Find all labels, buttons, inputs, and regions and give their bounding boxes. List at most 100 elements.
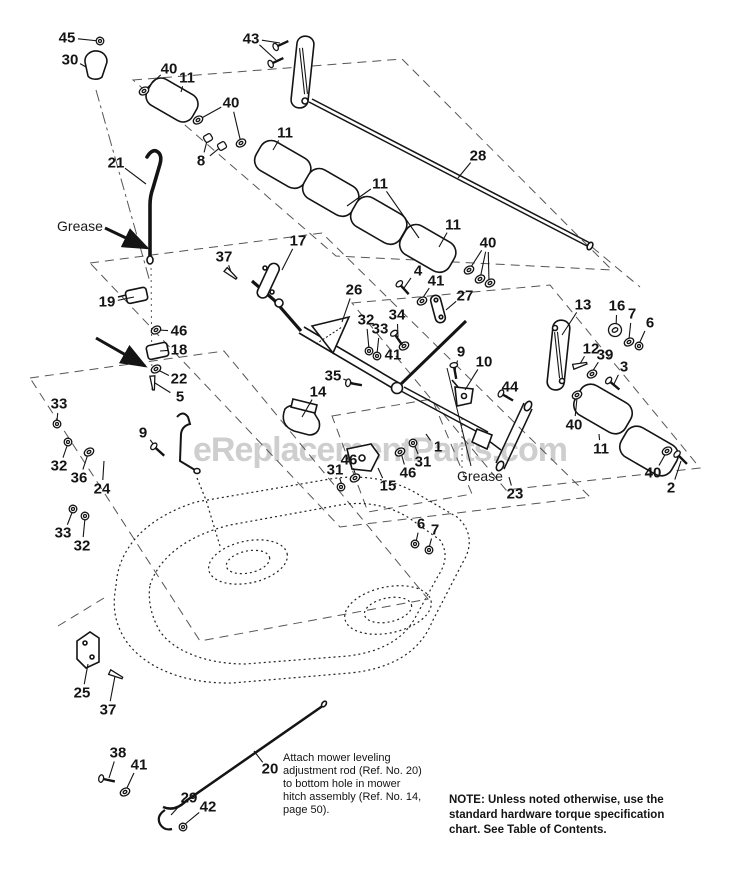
part-callout-9: 9 xyxy=(138,424,148,442)
part-callout-16: 16 xyxy=(608,297,626,315)
part-callout-45: 45 xyxy=(58,29,76,47)
part-callout-31: 31 xyxy=(414,453,432,471)
part-callout-40: 40 xyxy=(644,464,662,482)
part-callout-20: 20 xyxy=(261,760,279,778)
part-callout-18: 18 xyxy=(170,341,188,359)
knob-shape xyxy=(84,50,108,80)
part-callout-11: 11 xyxy=(593,440,609,458)
leader-line xyxy=(508,476,512,486)
leader-line xyxy=(487,251,490,283)
part-callout-42: 42 xyxy=(199,798,217,816)
bolt-glyph xyxy=(604,376,621,391)
nut-glyph xyxy=(336,482,346,492)
grease-label: Grease xyxy=(57,218,103,234)
part-callout-1: 1 xyxy=(433,438,443,456)
part-callout-33: 33 xyxy=(50,395,68,413)
bolt-glyph xyxy=(272,39,289,52)
leader-line xyxy=(396,323,399,338)
washer-glyph xyxy=(394,447,406,457)
nut-glyph xyxy=(364,346,374,356)
leader-line xyxy=(613,374,619,385)
part-callout-6: 6 xyxy=(416,515,426,533)
rod-shape xyxy=(495,402,533,470)
nut-glyph xyxy=(95,36,105,46)
part-callout-24: 24 xyxy=(93,480,111,498)
bracket-shape xyxy=(76,631,100,669)
washer-glyph xyxy=(150,325,162,335)
leader-line xyxy=(598,433,601,441)
leader-line xyxy=(117,296,135,301)
spacer-glyph xyxy=(216,141,228,151)
pin-glyph xyxy=(107,668,124,680)
part-callout-37: 37 xyxy=(99,701,117,719)
leader-line xyxy=(83,663,89,685)
leader-line xyxy=(445,300,457,311)
part-callout-41: 41 xyxy=(427,272,445,290)
bolt-glyph xyxy=(267,56,284,69)
leader-line xyxy=(341,298,351,323)
leader-line xyxy=(183,811,200,826)
washer-glyph xyxy=(571,390,583,400)
bolt-glyph xyxy=(98,774,116,783)
leader-line xyxy=(574,397,578,417)
leader-line xyxy=(403,277,412,289)
nut-glyph xyxy=(634,341,644,351)
pin-glyph xyxy=(571,361,588,371)
washer-glyph xyxy=(119,787,131,797)
leader-line xyxy=(628,322,632,340)
part-callout-15: 15 xyxy=(379,477,397,495)
nut-glyph xyxy=(68,504,78,514)
nut-glyph xyxy=(52,419,62,429)
leader-line xyxy=(170,803,182,816)
part-callout-11: 11 xyxy=(179,69,195,87)
part-callout-33: 33 xyxy=(371,320,389,338)
part-callout-40: 40 xyxy=(479,234,497,252)
nut-glyph xyxy=(63,437,73,447)
leader-line xyxy=(261,39,281,44)
construction-lines xyxy=(29,58,701,642)
leader-line xyxy=(102,460,105,481)
part-callout-40: 40 xyxy=(160,60,178,78)
part-callout-34: 34 xyxy=(388,306,406,324)
leader-line xyxy=(82,517,86,538)
part-callout-26: 26 xyxy=(345,281,363,299)
part-callout-36: 36 xyxy=(70,469,88,487)
part-callout-35: 35 xyxy=(324,367,342,385)
leader-line xyxy=(281,248,294,271)
hook-rod-shape xyxy=(176,412,196,471)
washer-glyph xyxy=(150,364,162,374)
leader-line xyxy=(109,675,116,702)
part-callout-9: 9 xyxy=(456,343,466,361)
bracket-shape xyxy=(451,379,474,407)
part-callout-6: 6 xyxy=(645,314,655,332)
leveling-rod-shape xyxy=(162,703,325,810)
washer-glyph xyxy=(474,274,486,284)
leader-line xyxy=(125,772,135,791)
hitch-bracket-shape xyxy=(290,398,318,414)
part-callout-19: 19 xyxy=(98,293,116,311)
nut-glyph xyxy=(372,351,382,361)
leader-line xyxy=(124,167,147,185)
washer-glyph xyxy=(349,473,361,483)
hanger-strap-shape xyxy=(290,35,315,109)
grease-arrow xyxy=(104,226,150,250)
fitting-shape xyxy=(470,427,494,451)
leader-line xyxy=(425,433,431,441)
part-callout-43: 43 xyxy=(242,30,260,48)
part-callout-12: 12 xyxy=(582,340,600,358)
washer-glyph xyxy=(235,138,247,148)
washer-glyph xyxy=(192,115,204,125)
part-callout-32: 32 xyxy=(73,537,91,555)
leader-line xyxy=(253,750,264,763)
leader-line xyxy=(108,761,115,779)
torque-note: NOTE: Unless noted otherwise, use the st… xyxy=(449,794,665,837)
leader-line xyxy=(154,382,171,394)
part-callout-40: 40 xyxy=(222,94,240,112)
bolt-glyph xyxy=(150,442,166,457)
nut-glyph xyxy=(410,539,420,549)
part-callout-27: 27 xyxy=(456,287,474,305)
part-callout-21: 21 xyxy=(107,154,125,172)
part-callout-40: 40 xyxy=(565,416,583,434)
leader-line xyxy=(79,63,87,68)
